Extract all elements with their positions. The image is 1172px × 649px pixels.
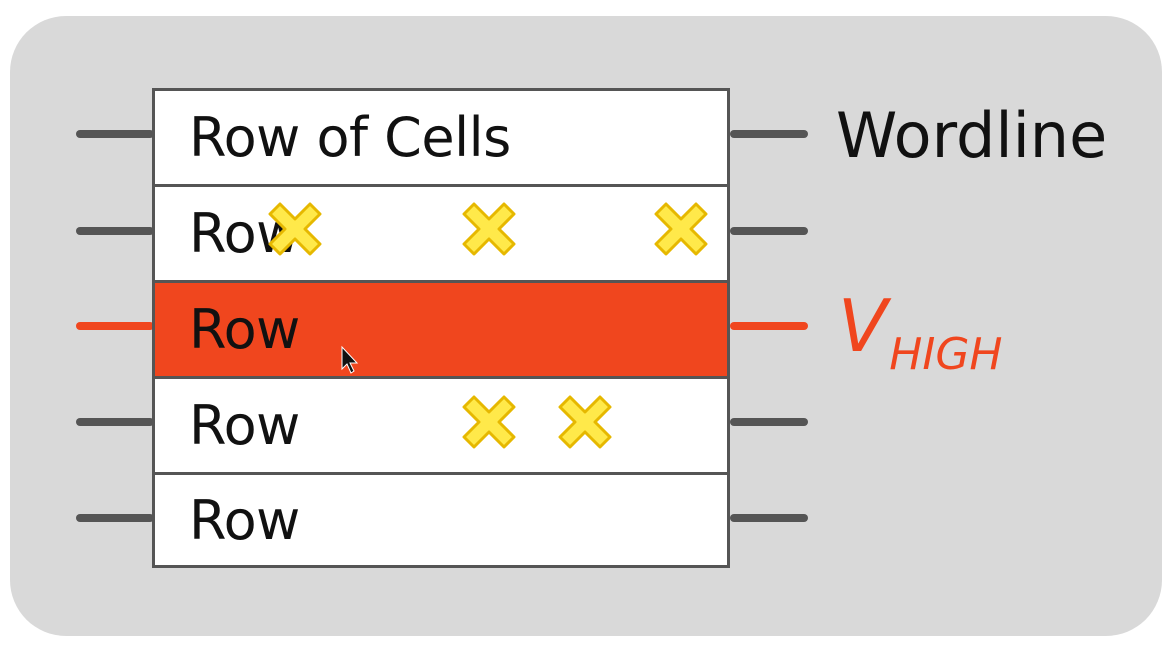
wordline-label: Wordline <box>836 99 1108 172</box>
memory-array: Row of Cells Row Row Row Row <box>152 88 730 568</box>
mouse-cursor-icon <box>341 345 359 374</box>
bit-flip-x-icon <box>462 202 516 256</box>
vhigh-label: VHIGH <box>838 290 1003 377</box>
left-wordline-4 <box>76 418 154 426</box>
row-4: Row <box>155 379 727 472</box>
left-wordline-5 <box>76 514 154 522</box>
row-divider-1 <box>155 184 727 187</box>
row-5-label: Row <box>189 488 300 552</box>
vhigh-main: V <box>838 284 888 368</box>
right-wordline-3-active <box>730 322 808 330</box>
bit-flip-x-icon <box>558 395 612 449</box>
left-wordline-1 <box>76 130 154 138</box>
row-5: Row <box>155 475 727 565</box>
row-3-activated: Row <box>155 283 727 376</box>
right-wordline-4 <box>730 418 808 426</box>
row-4-label: Row <box>189 394 300 457</box>
vhigh-subscript: HIGH <box>889 329 1003 380</box>
row-2: Row <box>155 187 727 280</box>
right-wordline-2 <box>730 227 808 235</box>
row-1-label: Row of Cells <box>189 106 511 169</box>
bit-flip-x-icon <box>462 395 516 449</box>
left-wordline-2 <box>76 227 154 235</box>
left-wordline-3-active <box>76 322 154 330</box>
row-divider-3 <box>155 376 727 379</box>
row-3-label: Row <box>189 298 300 361</box>
row-divider-4 <box>155 472 727 475</box>
right-wordline-1 <box>730 130 808 138</box>
bit-flip-x-icon <box>268 202 322 256</box>
right-wordline-5 <box>730 514 808 522</box>
row-1: Row of Cells <box>155 91 727 184</box>
row-divider-2 <box>155 280 727 283</box>
bit-flip-x-icon <box>654 202 708 256</box>
